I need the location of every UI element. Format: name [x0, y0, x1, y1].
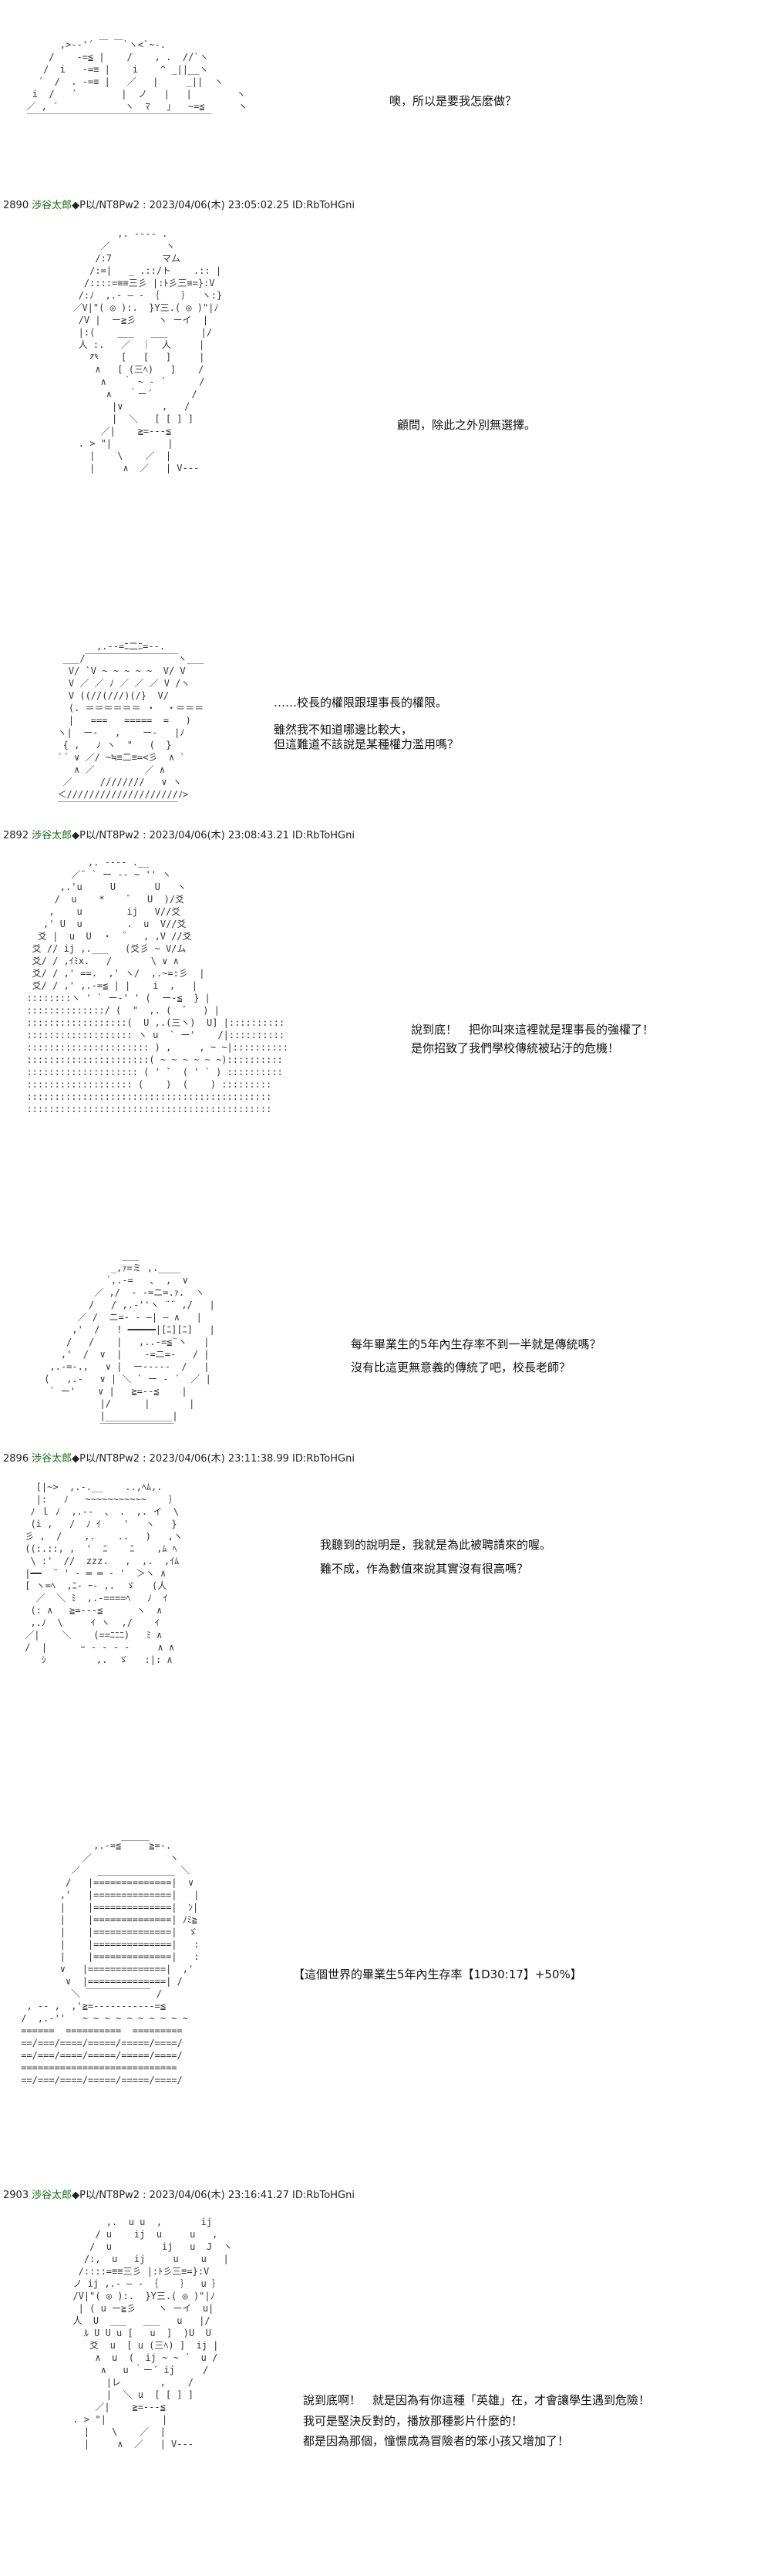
dialogue-line: 說到底啊！ 就是因為有你這種「英雄」在，才會讓學生遇到危險！	[303, 2393, 651, 2407]
dialogue-line: 顧問，除此之外別無選擇。	[397, 418, 537, 432]
post-number[interactable]: 2896	[3, 1453, 29, 1465]
ascii-art-figure: ___ _,ｧ=ミ ,.____ ´,.-= ､ , ∨ ／ ,/ ‐ -=ニ=…	[44, 1250, 215, 1434]
post-number[interactable]: 2892	[3, 830, 29, 841]
ascii-art-figure: ,.-=≦￣￣￣≧=-. ／ ヽ ／ ______________ ＼ / |=…	[21, 1840, 200, 2085]
dialogue-line: 難不成，作為數值來說其實沒有很高嗎？	[320, 1562, 529, 1576]
post-meta: ◆P以/NT8Pw2 : 2023/04/06(木) 23:05:02.25 I…	[72, 200, 355, 211]
dialogue-line: 我聽到的說明是，我就是為此被聘請來的喔。	[320, 1538, 552, 1552]
dialogue-line: 都是因為那個，憧憬成為冒險者的笨小孩又增加了！	[303, 2434, 570, 2448]
ascii-art-figure: ,. ---- .__ ／¨ ` ー -- ~ '' ヽ ,.'u U U ヽ …	[26, 857, 289, 1114]
poster-name: 涉谷太郎	[32, 200, 72, 211]
poster-name: 涉谷太郎	[32, 1453, 72, 1465]
dialogue-line: ……校長的權限跟理事長的權限。	[274, 696, 448, 710]
post-meta: ◆P以/NT8Pw2 : 2023/04/06(木) 23:16:41.27 I…	[72, 2190, 355, 2201]
ascii-art-figure: ,. ---- . ／ ヽ /:7 マム /:=| _ .::/ト .:: | …	[72, 228, 223, 474]
dialogue-line: 但這難道不該說是某種權力濫用嗎？	[274, 737, 460, 751]
ascii-art-figure: ,>--'´ ￣ ￣`ヽ<`~-. / ‐=≦ | / , . //`ヽ / i…	[26, 39, 247, 124]
dialogue-line: 沒有比這更無意義的傳統了吧，校長老師？	[351, 1360, 571, 1374]
dialogue-line: 雖然我不知道哪邊比較大，	[274, 723, 413, 737]
dialogue-line: 【這個世界的畢業生5年內生存率【1D30:17】+50%】	[293, 1967, 582, 1981]
poster-name: 涉谷太郎	[32, 830, 72, 841]
ascii-art-figure: ,.--=ﾆ二ﾆ=--. ___/￣￣￣￣￣￣￣￣￣￣ヽ___ V/ `V ~ …	[57, 641, 204, 812]
dialogue-line: 每年畢業生的5年內生存率不到一半就是傳統嗎？	[351, 1337, 601, 1351]
dialogue-line: 說到底！ 把你叫來這裡就是理事長的強權了！	[411, 1023, 655, 1037]
post-number[interactable]: 2903	[3, 2190, 29, 2201]
ascii-art-figure: ,. u u , ij / u ij u u , / u ij u J ヽ /:…	[72, 2217, 233, 2450]
dialogue-line: 我可是堅決反對的，播放那種影片什麼的！	[303, 2414, 524, 2428]
ascii-art-figure: [|~> ,.-.__ ..,ﾍﾑ,. |: ﾉ ~~~~~~~~~~~ ｝ ﾉ…	[25, 1482, 183, 1665]
dialogue-line: 是你招致了我們學校傳統被玷汙的危機！	[411, 1041, 620, 1055]
poster-name: 涉谷太郎	[32, 2190, 72, 2201]
post-meta: ◆P以/NT8Pw2 : 2023/04/06(木) 23:11:38.99 I…	[72, 1453, 355, 1465]
dialogue-line: 噢，所以是要我怎麼做？	[389, 94, 517, 108]
post-meta: ◆P以/NT8Pw2 : 2023/04/06(木) 23:08:43.21 I…	[72, 830, 355, 841]
post-number[interactable]: 2890	[3, 200, 29, 211]
